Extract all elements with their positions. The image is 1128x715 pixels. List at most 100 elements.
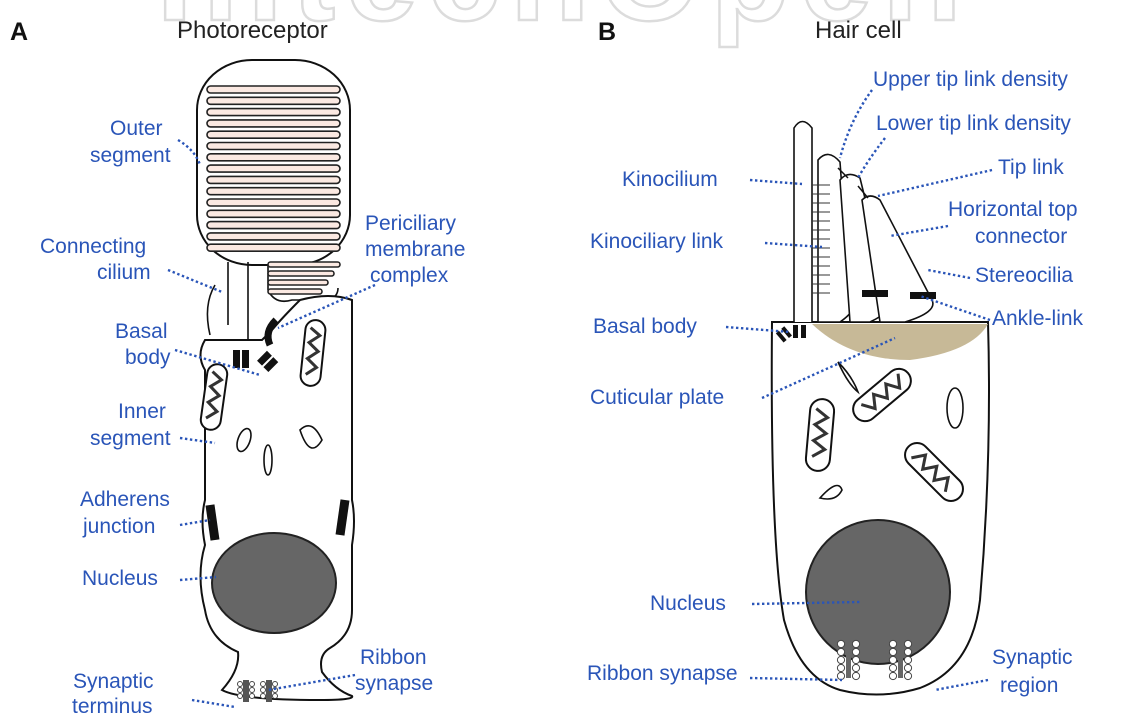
- synaptic-vesicle: [889, 656, 896, 663]
- kinocilium-shape: [794, 122, 812, 323]
- synaptic-vesicle: [852, 648, 859, 655]
- outer-segment-disc: [207, 233, 340, 240]
- label-ribbon-2: synapse: [355, 672, 433, 695]
- label-connecting-cilium-1: Connecting: [40, 235, 146, 258]
- label-periciliary-2: membrane: [365, 238, 465, 261]
- outer-segment-disc: [207, 244, 340, 251]
- outer-segment-disc: [207, 131, 340, 138]
- outer-segment-disc: [207, 97, 340, 104]
- label-basal-body-b: Basal body: [593, 315, 697, 338]
- outer-segment-disc: [207, 222, 340, 229]
- hc-basal-body-2: [801, 325, 806, 338]
- photoreceptor-body: [201, 296, 355, 700]
- label-nucleus-b: Nucleus: [650, 592, 726, 615]
- nucleus-a: [212, 533, 336, 633]
- ankle-link-1: [862, 290, 888, 297]
- synaptic-vesicle: [904, 640, 911, 647]
- synaptic-vesicle: [852, 672, 859, 679]
- synaptic-vesicle: [837, 656, 844, 663]
- leader-lower-tip: [858, 138, 885, 178]
- label-horizontal-2: connector: [975, 225, 1067, 248]
- periciliary-disc: [268, 289, 322, 294]
- label-synaptic-terminus-1: Synaptic: [73, 670, 154, 693]
- ribbon-bar: [846, 640, 851, 678]
- basal-body-1: [233, 350, 240, 368]
- outer-segment-disc: [207, 86, 340, 93]
- label-outer-segment-2: segment: [90, 144, 171, 167]
- label-synaptic-terminus-2: terminus: [72, 695, 153, 715]
- panel-b: B Hair cell: [587, 17, 1084, 697]
- outer-segment-disc: [207, 210, 340, 217]
- synaptic-vesicle: [889, 664, 896, 671]
- hc-basal-body-1: [793, 325, 798, 338]
- panel-a: A Photoreceptor: [10, 17, 465, 715]
- periciliary-disc: [268, 280, 328, 285]
- label-tip-link: Tip link: [998, 156, 1064, 179]
- synaptic-vesicle: [904, 664, 911, 671]
- label-periciliary-1: Periciliary: [365, 212, 457, 235]
- panel-b-title: Hair cell: [815, 17, 902, 44]
- synaptic-vesicle: [904, 672, 911, 679]
- outer-segment-discs: [207, 86, 340, 251]
- label-nucleus-a: Nucleus: [82, 567, 158, 590]
- outer-segment-disc: [207, 199, 340, 206]
- outer-segment-disc: [207, 143, 340, 150]
- synaptic-vesicle: [852, 640, 859, 647]
- label-synaptic-region-2: region: [1000, 674, 1058, 697]
- synaptic-vesicle: [889, 672, 896, 679]
- label-ribbon-synapse-b: Ribbon synapse: [587, 662, 738, 685]
- label-connecting-cilium-2: cilium: [97, 261, 151, 284]
- adherens-left: [210, 505, 215, 540]
- synaptic-vesicle: [904, 656, 911, 663]
- synaptic-vesicle: [852, 656, 859, 663]
- synaptic-vesicle: [904, 648, 911, 655]
- synaptic-vesicle: [852, 664, 859, 671]
- leader-stereocilia: [928, 270, 970, 278]
- label-outer-segment-1: Outer: [110, 117, 163, 140]
- label-upper-tip: Upper tip link density: [873, 68, 1068, 91]
- outer-segment-disc: [207, 188, 340, 195]
- periciliary-disc: [268, 271, 334, 276]
- outer-segment-disc: [207, 165, 340, 172]
- label-ankle-link: Ankle-link: [992, 307, 1084, 330]
- label-inner-segment-1: Inner: [118, 400, 166, 423]
- label-basal-body-2: body: [125, 346, 171, 369]
- panel-a-letter: A: [10, 18, 28, 46]
- label-synaptic-region-1: Synaptic: [992, 646, 1073, 669]
- synaptic-vesicle: [837, 664, 844, 671]
- label-stereocilia: Stereocilia: [975, 264, 1073, 287]
- label-horizontal-1: Horizontal top: [948, 198, 1078, 221]
- label-ribbon-1: Ribbon: [360, 646, 427, 669]
- cilium-side-left: [207, 285, 215, 335]
- leader-synaptic-region: [935, 680, 988, 690]
- synaptic-vesicle: [889, 640, 896, 647]
- hc-mitochondrion-1: [805, 398, 835, 472]
- outer-segment-disc: [207, 154, 340, 161]
- synaptic-vesicle: [837, 648, 844, 655]
- basal-body-2: [242, 350, 249, 368]
- leader-horizontal: [890, 226, 948, 236]
- synaptic-vesicle: [889, 648, 896, 655]
- panel-b-letter: B: [598, 18, 616, 46]
- label-basal-body-1: Basal: [115, 320, 168, 343]
- vesicle-2: [264, 445, 272, 475]
- synaptic-vesicle: [837, 672, 844, 679]
- panel-a-title: Photoreceptor: [177, 17, 328, 44]
- label-cuticular-plate: Cuticular plate: [590, 386, 724, 409]
- adherens-right: [340, 500, 345, 535]
- periciliary-disc: [268, 262, 340, 267]
- label-kinociliary-link: Kinociliary link: [590, 230, 724, 253]
- outer-segment-disc: [207, 109, 340, 116]
- leader-upper-tip: [840, 90, 872, 158]
- hc-vesicle-2: [947, 388, 963, 428]
- synaptic-vesicle: [837, 640, 844, 647]
- outer-segment-disc: [207, 120, 340, 127]
- nucleus-b: [806, 520, 950, 664]
- label-periciliary-3: complex: [370, 264, 449, 287]
- label-lower-tip: Lower tip link density: [876, 112, 1071, 135]
- ribbon-bar: [898, 640, 903, 678]
- leader-synaptic-terminus: [192, 700, 235, 707]
- outer-segment-disc: [207, 176, 340, 183]
- label-adherens-2: junction: [82, 515, 155, 538]
